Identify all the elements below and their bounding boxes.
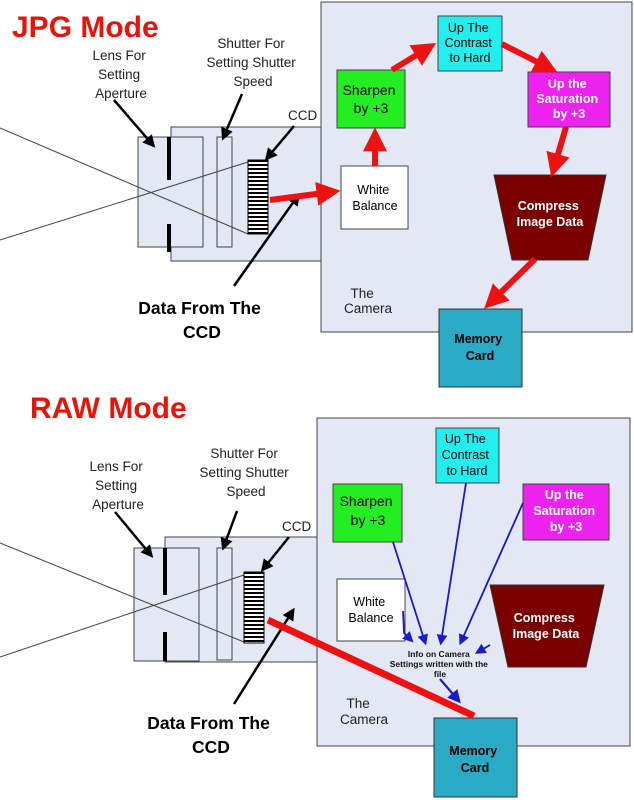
jpg-sharpen-box xyxy=(336,69,406,129)
raw-camera-label: The Camera xyxy=(340,696,389,727)
raw-shutter-box xyxy=(216,547,233,661)
jpg-contrast-box xyxy=(437,15,503,72)
jpg-lens-label: Lens For Setting Aperture xyxy=(92,48,149,101)
raw-saturation-box xyxy=(522,483,610,541)
jpg-shutter-box xyxy=(216,136,233,248)
jpg-flow-arrow-ccd-to-wb xyxy=(269,181,341,206)
jpg-memory-card-label: Memory Card xyxy=(454,332,505,363)
jpg-light-ray xyxy=(0,161,249,241)
jpg-compress-label: Compress Image Data xyxy=(517,199,585,229)
jpg-sharpen-label: Sharpen by +3 xyxy=(343,82,400,116)
jpg-white-balance-box xyxy=(340,165,409,230)
raw-memory-card-label: Memory Card xyxy=(449,744,500,775)
raw-contrast-box xyxy=(435,427,500,484)
raw-light-ray xyxy=(0,574,245,658)
jpg-flow-arrow-compress-to-memory xyxy=(484,256,538,309)
raw-lens-label: Lens For Setting Aperture xyxy=(89,459,146,512)
raw-ccd-label: CCD xyxy=(282,519,311,534)
raw-title: RAW Mode xyxy=(30,392,187,425)
jpg-flow-arrow-sharpen-to-contrast xyxy=(390,42,437,73)
jpg-data-pointer-arrow xyxy=(232,192,300,287)
jpg-section: JPG Mode Lens For Setting Aperture Shutt… xyxy=(0,1,633,388)
raw-info-arrow-white-balance xyxy=(402,610,414,643)
raw-compress-label: Compress Image Data xyxy=(513,611,581,641)
raw-saturation-label: Up the Saturation by +3 xyxy=(533,488,598,534)
raw-light-ray xyxy=(0,542,245,643)
raw-ccd-sensor xyxy=(243,571,265,644)
jpg-data-label: Data From The CCD xyxy=(138,298,265,342)
raw-info-arrow-compress xyxy=(474,643,491,654)
jpg-memory-card-box xyxy=(438,308,523,388)
jpg-camera-label: The Camera xyxy=(344,286,393,316)
raw-data-label: Data From The CCD xyxy=(147,713,274,757)
raw-white-balance-box xyxy=(336,578,406,642)
raw-info-arrow-contrast xyxy=(436,482,467,646)
raw-white-balance-label: White Balance xyxy=(348,595,393,625)
jpg-ccd-sensor xyxy=(247,159,269,235)
raw-sharpen-box xyxy=(332,483,403,543)
jpg-flow-arrow-contrast-to-saturation xyxy=(500,41,558,73)
jpg-ccd-pointer-arrow xyxy=(264,125,295,161)
jpg-ccd-label: CCD xyxy=(288,108,317,123)
jpg-title: JPG Mode xyxy=(12,11,159,44)
raw-section: RAW Mode Lens For Setting Aperture Shutt… xyxy=(0,392,631,798)
raw-sharpen-label: Sharpen by +3 xyxy=(340,493,397,528)
jpg-flow-arrow-saturation-to-compress xyxy=(546,126,570,178)
jpg-light-ray xyxy=(0,127,249,235)
raw-info-arrow-saturation xyxy=(459,502,524,646)
raw-info-note: Info on Camera Settings written with the… xyxy=(390,649,491,679)
jpg-contrast-label: Up The Contrast to Hard xyxy=(445,21,496,65)
raw-info-arrow-sharpen xyxy=(392,541,428,646)
raw-memory-card-box xyxy=(433,717,518,798)
jpg-white-balance-label: White Balance xyxy=(352,183,397,213)
raw-ccd-pointer-arrow xyxy=(260,536,290,572)
jpg-shutter-pointer-arrow xyxy=(221,93,244,141)
jpg-saturation-box xyxy=(527,71,611,128)
raw-shutter-pointer-arrow xyxy=(220,510,239,551)
raw-shutter-label: Shutter For Setting Shutter Speed xyxy=(199,446,292,499)
raw-info-arrow-to-memory xyxy=(439,678,461,704)
raw-contrast-label: Up The Contrast to Hard xyxy=(442,432,493,478)
raw-lens-pointer-arrow xyxy=(114,511,154,558)
jpg-saturation-label: Up the Saturation by +3 xyxy=(536,77,601,121)
raw-flow-arrow-ccd-to-memory xyxy=(266,616,476,720)
jpg-shutter-label: Shutter For Setting Shutter Speed xyxy=(206,36,299,89)
jpg-lens-pointer-arrow xyxy=(113,99,156,148)
raw-compress-box xyxy=(489,584,605,668)
